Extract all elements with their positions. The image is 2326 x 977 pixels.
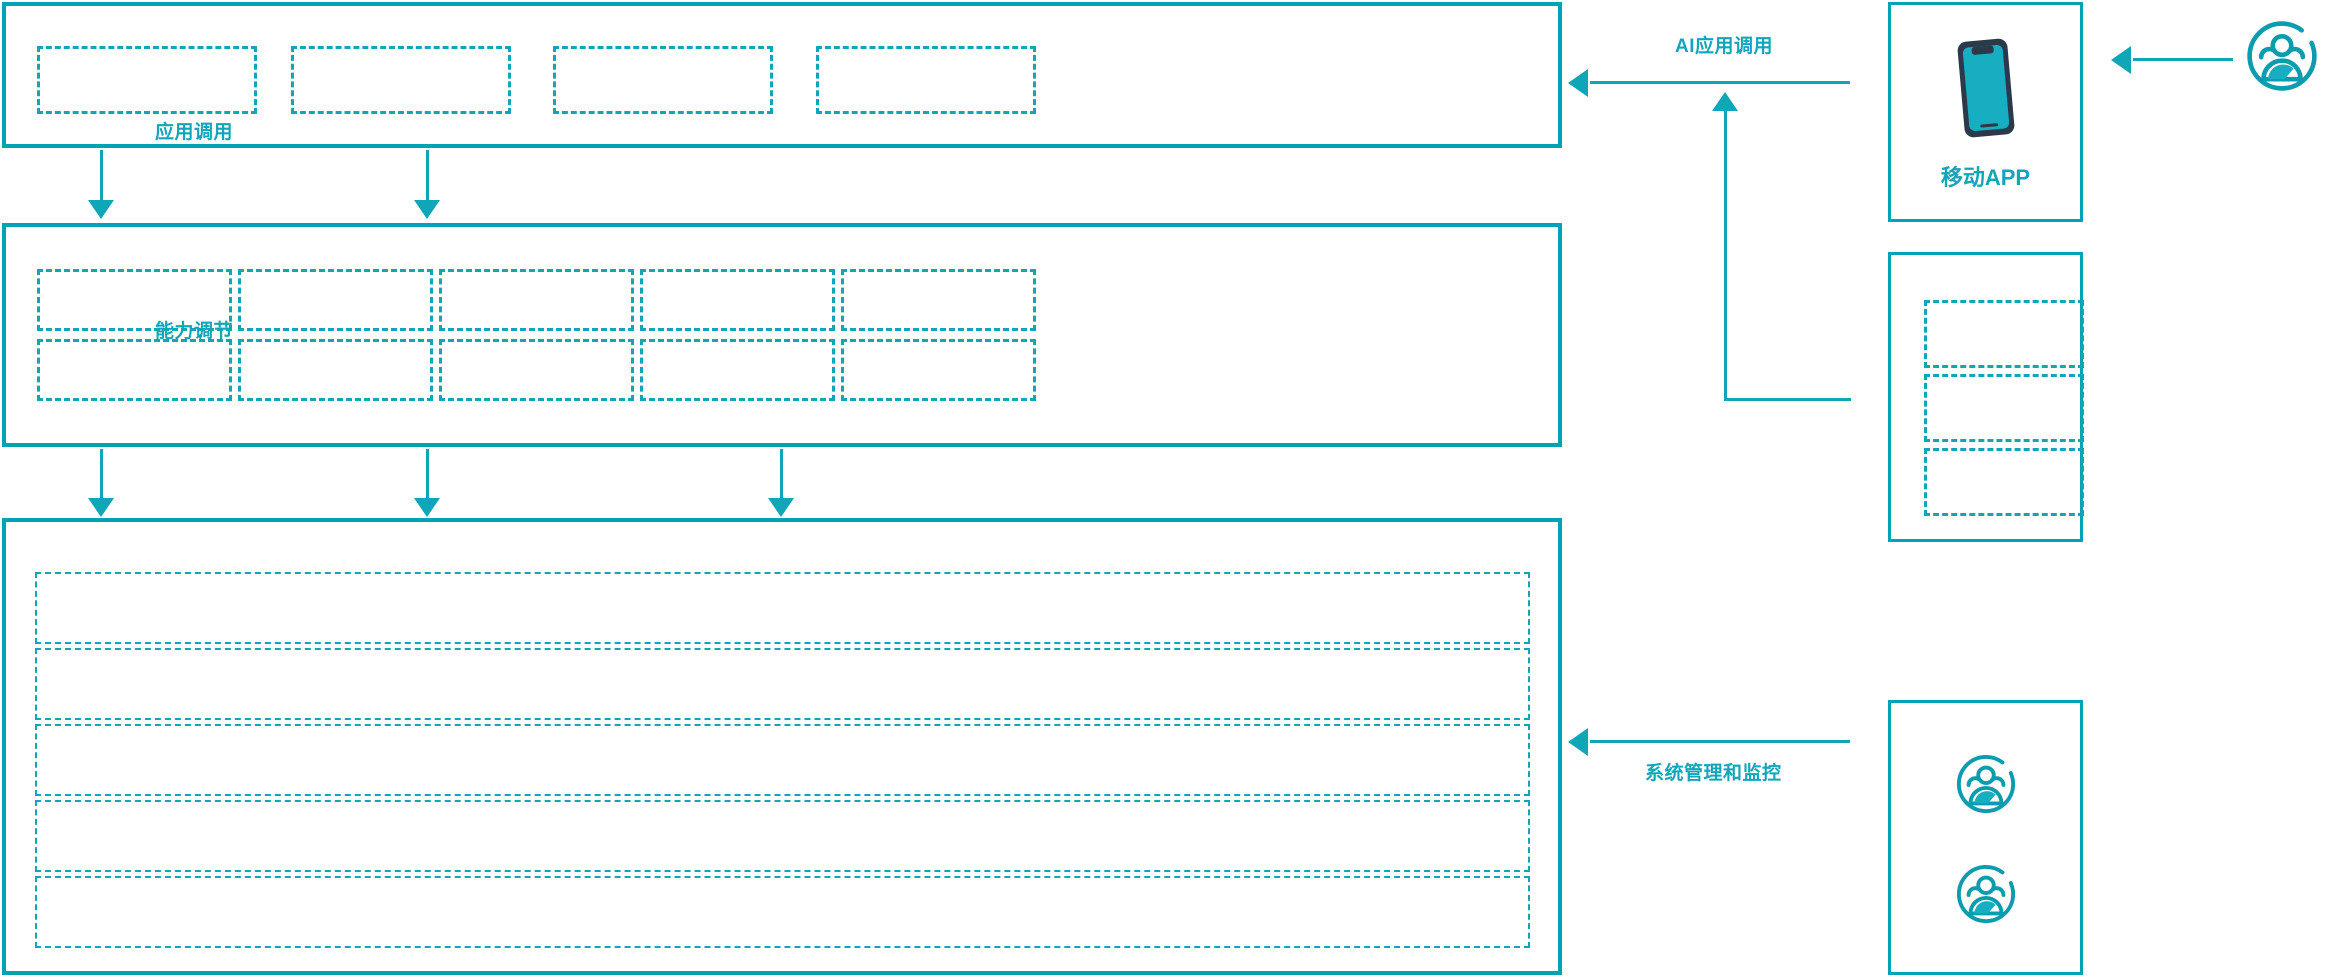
module-slot[interactable] xyxy=(1924,448,2084,516)
flow-ai-call-foot xyxy=(1724,398,1851,401)
flow-app-call-arrow xyxy=(88,200,114,219)
capability-slot[interactable] xyxy=(238,339,433,401)
platform-slot[interactable] xyxy=(35,876,1530,948)
flow-capability-line xyxy=(780,449,783,501)
mobile-app-card[interactable]: 移动APP xyxy=(1888,2,2083,222)
flow-app-call-arrow xyxy=(414,200,440,219)
application-slot[interactable] xyxy=(816,46,1036,114)
capability-slot[interactable] xyxy=(439,269,634,331)
flow-capability-arrow xyxy=(88,498,114,517)
users-card xyxy=(1888,700,2083,975)
capability-slot[interactable] xyxy=(37,339,232,401)
flow-capability-line xyxy=(426,449,429,501)
capability-slot[interactable] xyxy=(238,269,433,331)
capability-slot[interactable] xyxy=(841,339,1036,401)
user-group-icon xyxy=(1891,861,2080,927)
capability-slot[interactable] xyxy=(841,269,1036,331)
flow-sys-admin-line xyxy=(1590,740,1850,743)
flow-ai-call-label: AI应用调用 xyxy=(1675,36,1774,57)
platform-slot[interactable] xyxy=(35,648,1530,720)
flow-ai-call-riser xyxy=(1724,110,1727,400)
flow-app-call-line xyxy=(426,150,429,203)
flow-capability-line xyxy=(100,449,103,501)
flow-capability-arrow xyxy=(414,498,440,517)
platform-slot[interactable] xyxy=(35,800,1530,872)
platform-slot[interactable] xyxy=(35,572,1530,644)
flow-ai-call-arrow xyxy=(1568,69,1588,97)
capability-slot[interactable] xyxy=(439,339,634,401)
module-slot[interactable] xyxy=(1924,300,2084,368)
flow-sys-admin-label: 系统管理和监控 xyxy=(1645,763,1782,784)
capability-layer-region xyxy=(2,223,1562,447)
application-slot[interactable] xyxy=(553,46,773,114)
flow-ai-call-line xyxy=(1590,81,1850,84)
module-slot[interactable] xyxy=(1924,374,2084,442)
capability-slot[interactable] xyxy=(37,269,232,331)
user-group-icon xyxy=(1891,751,2080,817)
user-group-icon xyxy=(2240,14,2324,98)
module-card xyxy=(1888,252,2084,542)
flow-capability-label: 能力调节 xyxy=(155,321,234,342)
external-actor-line xyxy=(2133,58,2233,61)
capability-slot[interactable] xyxy=(640,269,835,331)
platform-layer-panel xyxy=(2,518,1562,975)
application-slot[interactable] xyxy=(291,46,511,114)
application-slot[interactable] xyxy=(37,46,257,114)
smartphone-icon xyxy=(1891,33,2080,143)
external-actor-arrow xyxy=(2111,46,2131,74)
flow-sys-admin-arrow xyxy=(1568,728,1588,756)
flow-app-call-line xyxy=(100,150,103,203)
flow-ai-call-riser-arrow xyxy=(1712,92,1738,111)
application-layer-panel xyxy=(2,2,1562,148)
flow-capability-arrow xyxy=(768,498,794,517)
flow-app-call-label: 应用调用 xyxy=(155,122,234,143)
capability-slot[interactable] xyxy=(640,339,835,401)
mobile-app-caption: 移动APP xyxy=(1940,165,2031,190)
platform-slot[interactable] xyxy=(35,724,1530,796)
